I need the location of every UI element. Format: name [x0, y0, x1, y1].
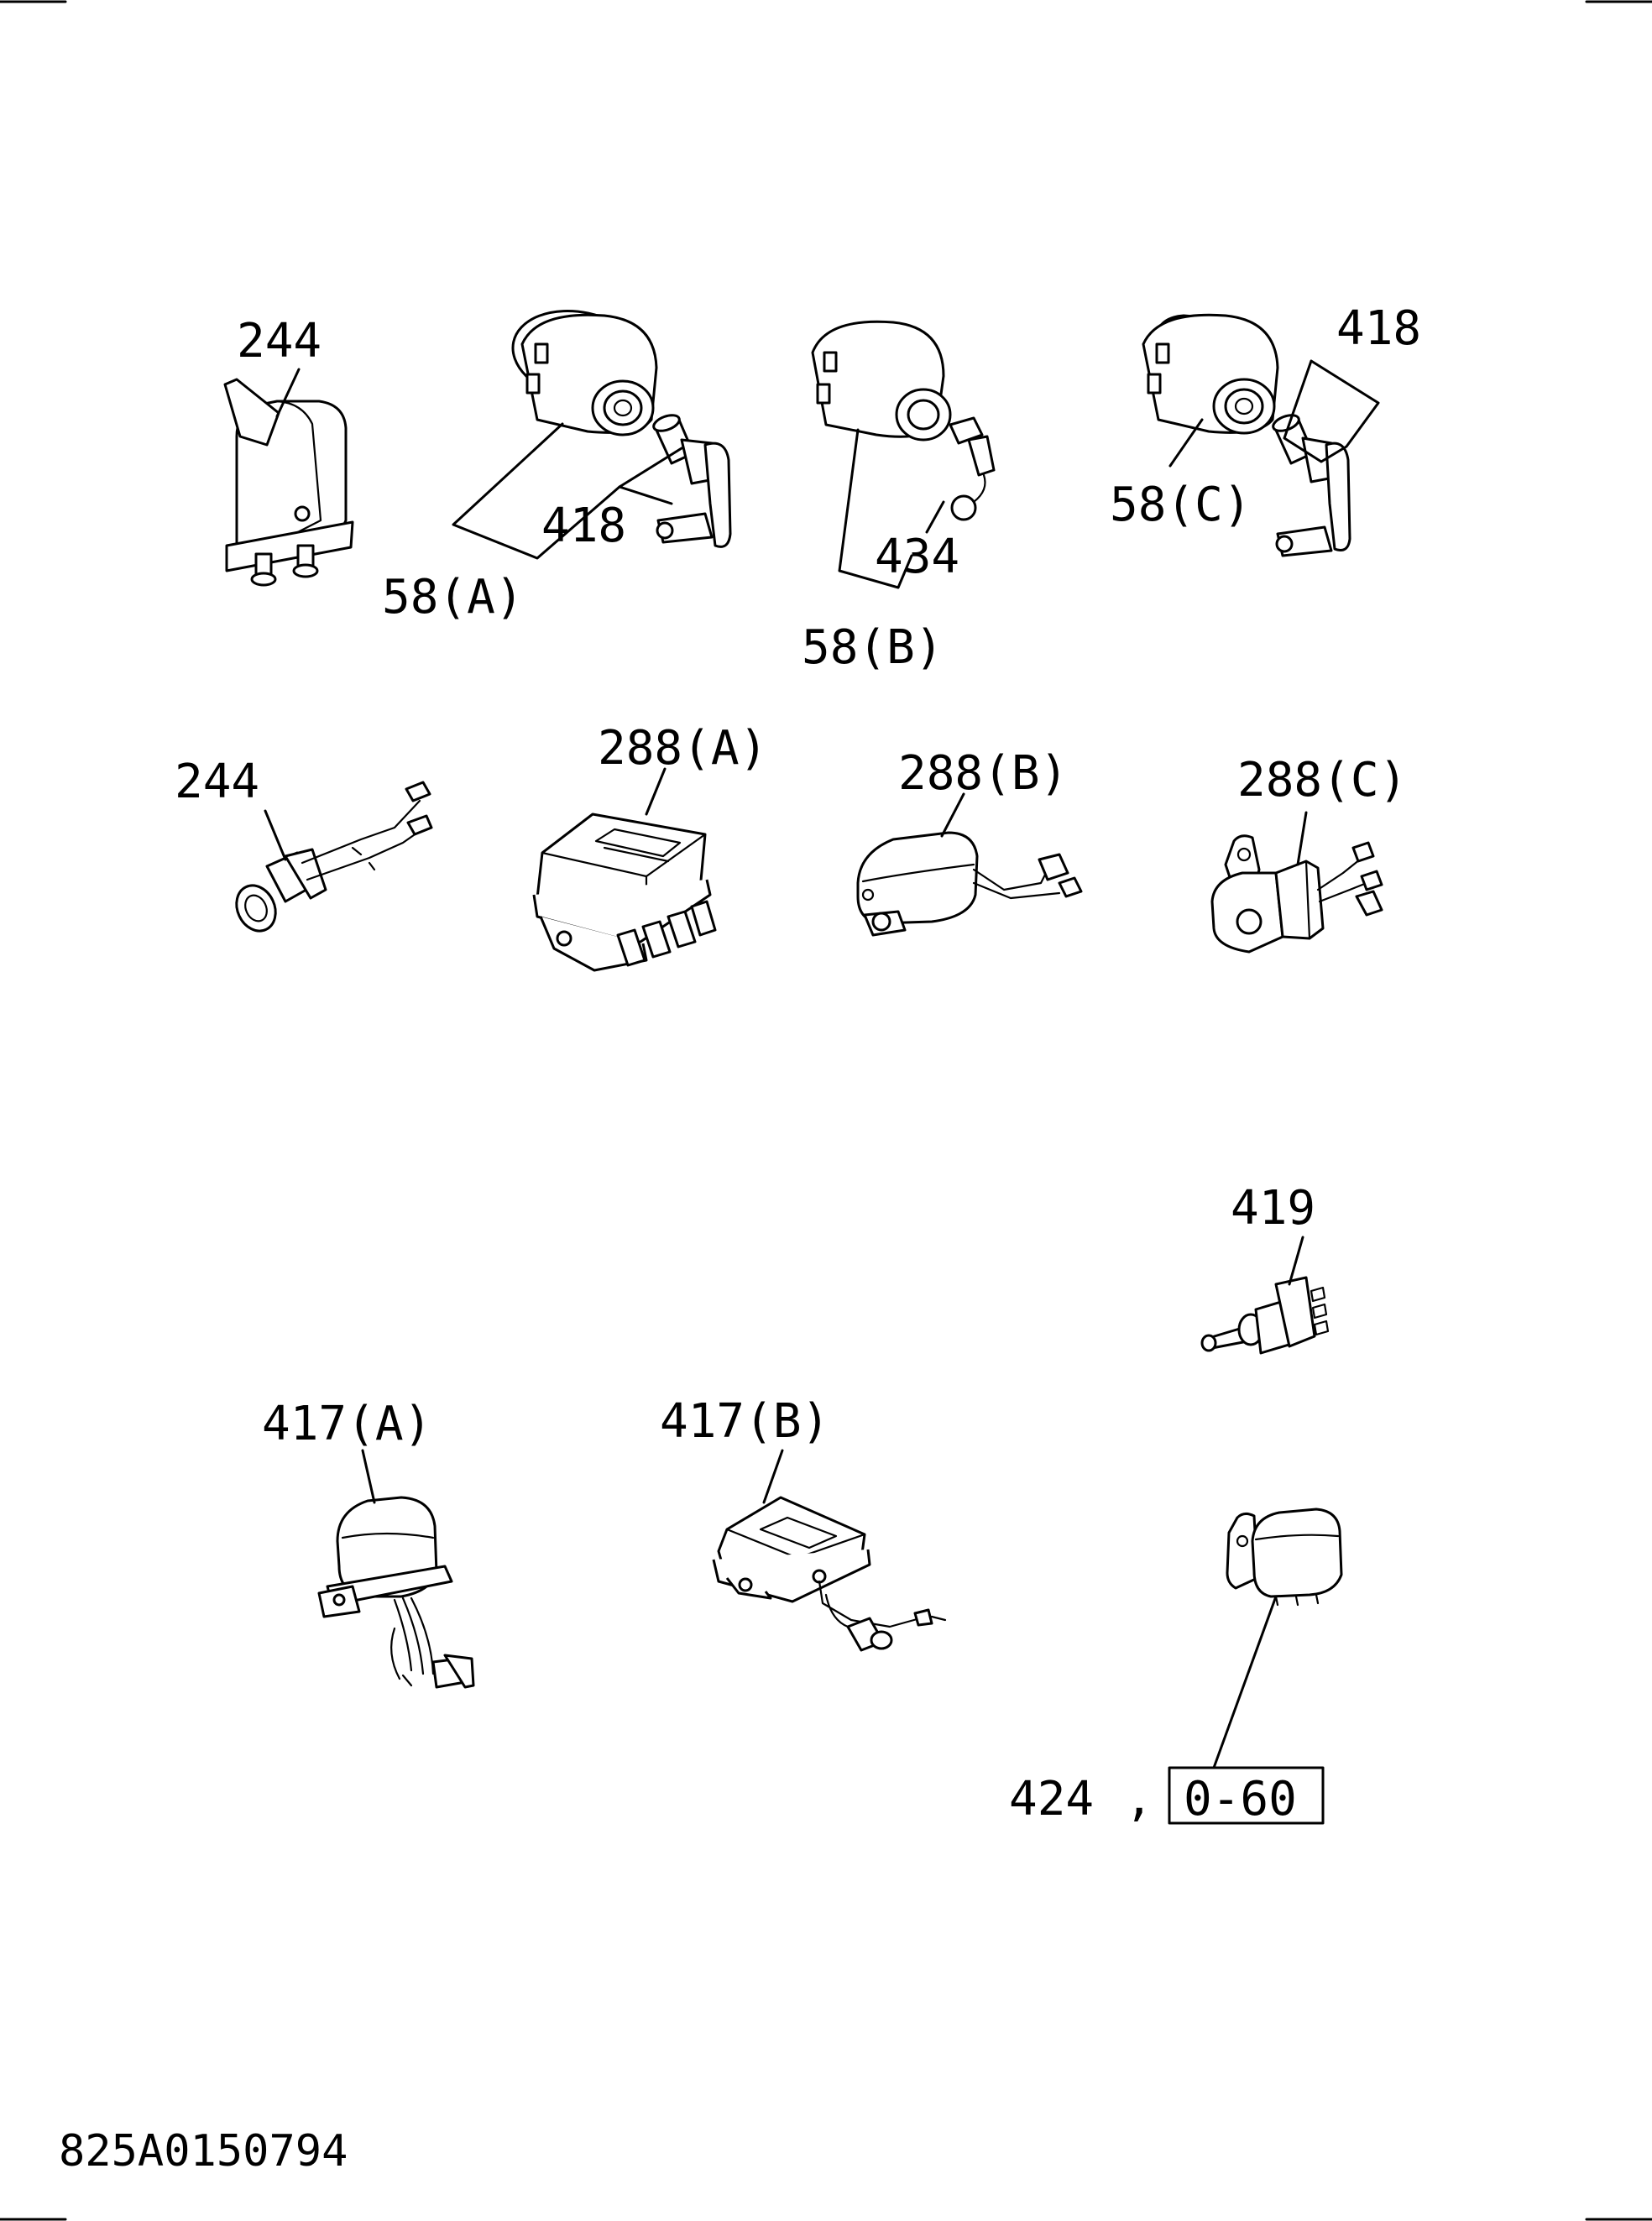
- regulator-288b-icon: [856, 831, 1083, 937]
- label-434: 434: [875, 530, 959, 584]
- label-418a: 418: [541, 499, 626, 553]
- label-244-mid: 244: [175, 755, 259, 809]
- toggle-switch-244-icon: [235, 781, 433, 933]
- leader-244-mid: [264, 809, 287, 861]
- relay-424-icon: [1226, 1508, 1343, 1607]
- leader-288a: [645, 767, 667, 816]
- label-288a: 288(A): [598, 721, 767, 776]
- leader-417b: [762, 1449, 784, 1504]
- key-switch-58b-icon: [811, 320, 952, 442]
- document-id: 825A0150794: [59, 2126, 348, 2177]
- label-424-reference: 0-60: [1184, 1772, 1297, 1826]
- leader-288b: [940, 792, 965, 838]
- key-418a-icon: [652, 414, 732, 548]
- label-288c: 288(C): [1237, 753, 1407, 807]
- leader-434: [925, 500, 945, 534]
- label-58c: 58(C): [1110, 478, 1252, 532]
- label-244-top: 244: [237, 314, 322, 368]
- leader-58b: [838, 428, 913, 589]
- label-417b: 417(B): [660, 1394, 829, 1449]
- leader-58c: [1168, 418, 1204, 468]
- label-417a: 417(A): [262, 1397, 431, 1451]
- toggle-switch-419-icon: [1200, 1276, 1330, 1355]
- battery-switch-244-icon: [223, 378, 354, 587]
- leader-58a: [452, 422, 621, 560]
- relay-417a-icon: [317, 1496, 475, 1689]
- leader-418c: [1283, 359, 1380, 463]
- key-418c-icon: [1272, 414, 1351, 557]
- regulator-417b-icon: [712, 1496, 947, 1652]
- leader-418a: [618, 447, 683, 505]
- leader-417a: [361, 1449, 376, 1504]
- leader-244-top: [275, 368, 301, 418]
- label-424-separator: ,: [1125, 1772, 1153, 1826]
- reference-box: [1168, 1766, 1325, 1825]
- leader-424: [1212, 1595, 1278, 1769]
- label-419: 419: [1231, 1181, 1315, 1236]
- relay-288c-icon: [1210, 834, 1383, 954]
- key-switch-58a-icon: [511, 309, 658, 436]
- key-434-icon: [949, 416, 996, 521]
- leader-419: [1288, 1236, 1304, 1286]
- label-58a: 58(A): [382, 570, 524, 624]
- label-424: 424: [1009, 1772, 1094, 1826]
- label-418c: 418: [1336, 301, 1421, 356]
- label-288b: 288(B): [898, 746, 1068, 801]
- leader-288c: [1296, 811, 1308, 866]
- key-switch-58c-icon: [1142, 313, 1279, 435]
- label-58b: 58(B): [802, 620, 944, 675]
- regulator-288a-icon: [532, 813, 717, 972]
